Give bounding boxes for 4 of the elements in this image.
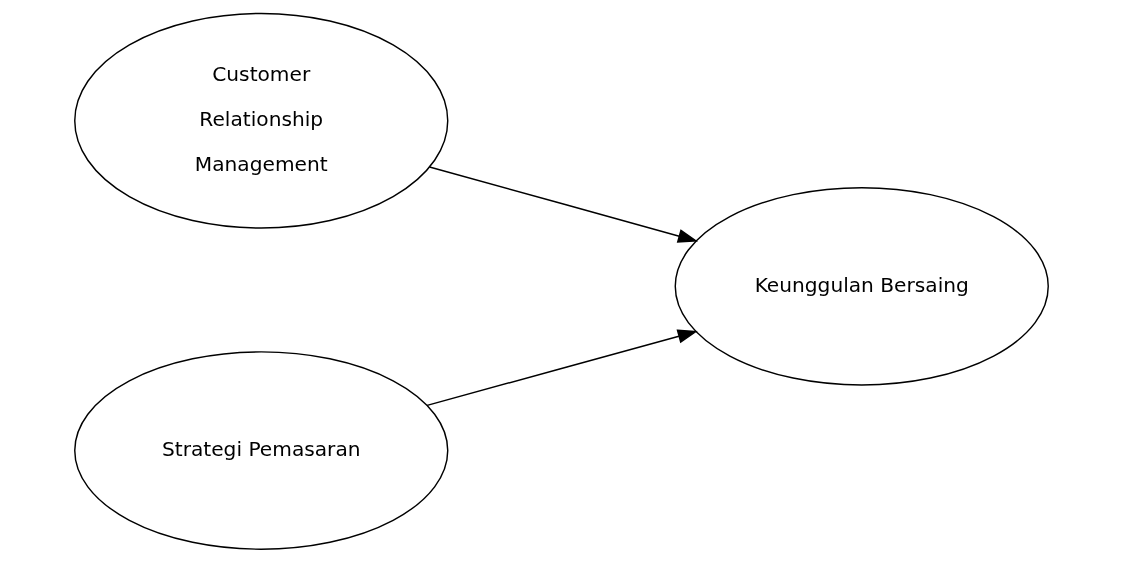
node-ellipse: Customer Relationship Management — [73, 12, 448, 229]
node-ellipse: Strategi Pemasaran — [73, 351, 448, 550]
arrow — [425, 329, 698, 407]
arrow — [428, 166, 698, 243]
